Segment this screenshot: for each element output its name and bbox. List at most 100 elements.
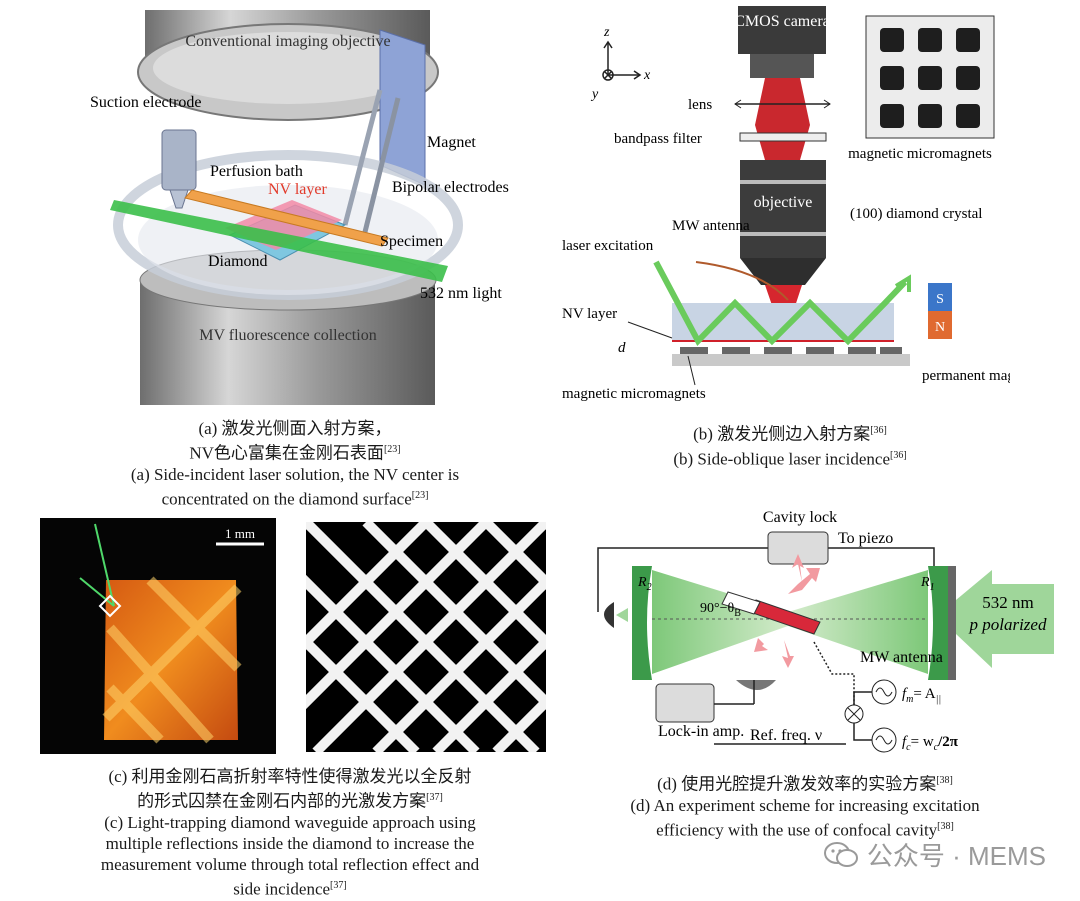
axis-y: y (590, 87, 599, 102)
suction-electrode (161, 129, 197, 209)
feedback-wire (597, 547, 768, 612)
watermark-text: 公众号 · MEMS (866, 841, 1046, 871)
caption-b: (b) 激发光侧边入射方案[36] (b) Side-oblique laser… (570, 420, 1010, 469)
inset-squares (880, 28, 980, 128)
green-zigzag (653, 260, 908, 347)
trapped-paths (102, 576, 242, 744)
caption-c-en-1: (c) Light-trapping diamond waveguide app… (104, 812, 476, 832)
caption-c-en-ref: [37] (330, 879, 347, 891)
bipolar-electrode-2 (362, 97, 401, 233)
label-filter: bandpass filter (614, 131, 702, 147)
label-diamond: Diamond (208, 253, 268, 270)
label-d: d (618, 340, 626, 356)
axis-z: z (603, 25, 610, 40)
label-mw: MW antenna (672, 218, 750, 234)
label-pol: p polarized (969, 615, 1047, 634)
label-fc: fc= wc/2π (902, 734, 959, 753)
label-fm: fm= A|| (902, 686, 941, 705)
caption-a-zh-ref: [23] (383, 444, 401, 455)
detector-left (604, 602, 614, 628)
wechat-icon (823, 841, 858, 867)
label-camera: CMOS camera (734, 13, 830, 30)
magnet-s (928, 283, 952, 311)
label-bipolar: Bipolar electrodes (392, 179, 509, 196)
label-lockin: Lock-in amp. (658, 723, 744, 740)
caption-a-en-ref: [23] (411, 489, 429, 501)
caption-a-zh-1: (a) 激发光侧面入射方案， (198, 419, 392, 438)
panel-b-diagram: z x y CMOS camera lens bandpass filter o… (562, 6, 1010, 402)
label-objective: Conventional imaging objective (185, 33, 390, 50)
label-angle: 90°−θB (700, 601, 741, 619)
label-s: S (936, 292, 944, 307)
label-light: 532 nm light (420, 285, 502, 302)
mirror-r2 (632, 566, 652, 680)
label-cavity-lock: Cavity lock (763, 509, 837, 526)
caption-c-en-3: measurement volume through total reflect… (100, 854, 480, 874)
substrate (672, 354, 910, 366)
magnet-n (928, 311, 952, 339)
micromagnet-row (680, 347, 902, 354)
label-ref: Ref. freq. ν (750, 727, 822, 744)
caption-d: (d) 使用光腔提升激发效率的实验方案[38] (d) An experimen… (580, 770, 1030, 840)
label-collection: MV fluorescence collection (199, 327, 376, 344)
watermark: 公众号 · MEMS (823, 836, 1046, 873)
label-objective: objective (754, 194, 813, 211)
caption-a-zh-2: NV色心富集在金刚石表面 (189, 443, 384, 463)
caption-d-en-ref: [38] (937, 820, 954, 832)
caption-b-zh: (b) 激发光侧边入射方案 (693, 424, 871, 444)
specimen-bar (184, 189, 389, 247)
cmos-camera (738, 6, 826, 54)
label-r2: R2 (637, 575, 652, 593)
bandpass-filter (739, 132, 827, 142)
pump-arrow (956, 570, 1054, 668)
green-light-beam (110, 200, 448, 282)
label-nv: NV layer (562, 306, 617, 322)
axis-x: x (643, 68, 651, 83)
detector-bottom (736, 680, 776, 690)
scale-label: 1 mm (225, 526, 255, 541)
label-perfusion: Perfusion bath (210, 163, 303, 180)
caption-c-en-2: multiple reflections inside the diamond … (105, 833, 475, 853)
label-lens: lens (688, 97, 712, 113)
caption-c: (c) 利用金刚石高折射率特性使得激发光以全反射 的形式囚禁在金刚石内部的光激发… (40, 766, 540, 899)
caption-b-en: (b) Side-oblique laser incidence (673, 449, 890, 469)
lockin-box (655, 683, 715, 723)
label-laser: laser excitation (562, 238, 654, 254)
label-crystal: (100) diamond crystal (850, 206, 982, 222)
emission-arrows (754, 554, 820, 668)
label-specimen: Specimen (380, 233, 443, 250)
label-micromagnets: magnetic micromagnets (562, 386, 706, 402)
label-permanent: permanent magnet (922, 368, 1010, 384)
caption-a: (a) 激发光侧面入射方案， NV色心富集在金刚石表面[23] (a) Side… (60, 418, 530, 509)
caption-a-en-2: concentrated on the diamond surface (161, 489, 412, 509)
label-r1: R1 (920, 575, 935, 593)
objective-body (740, 160, 826, 258)
panel-c-images: 1 mm (40, 518, 546, 754)
panel-a-diagram: Conventional imaging objective Suction e… (90, 10, 509, 405)
caption-c-en-4: side incidence (233, 879, 331, 899)
caption-b-zh-ref: [36] (870, 425, 887, 436)
label-mw: MW antenna (860, 649, 943, 666)
caption-b-en-ref: [36] (890, 449, 907, 461)
bipolar-electrode-1 (342, 89, 383, 226)
label-suction: Suction electrode (90, 94, 202, 111)
label-n: N (935, 320, 945, 335)
label-inset: magnetic micromagnets (848, 146, 992, 162)
label-nv-layer: NV layer (268, 181, 327, 198)
caption-c-zh-ref: [37] (426, 792, 443, 803)
caption-a-en-1: (a) Side-incident laser solution, the NV… (130, 464, 460, 484)
axis-triad (602, 40, 642, 81)
caption-d-en-2: efficiency with the use of confocal cavi… (656, 820, 938, 840)
label-piezo: To piezo (838, 530, 893, 547)
label-magnet: Magnet (427, 134, 476, 151)
caption-d-zh: (d) 使用光腔提升激发效率的实验方案 (657, 774, 937, 794)
caption-d-en-1: (d) An experiment scheme for increasing … (630, 795, 980, 815)
simulation-lattice (306, 522, 546, 752)
panel-d-diagram: Cavity lock To piezo R2 R1 532 nm p pola… (597, 509, 1054, 753)
mw-antenna-wire (695, 261, 789, 301)
red-beam (755, 78, 810, 160)
magnet-block (379, 29, 426, 186)
mirror-r1 (928, 566, 948, 680)
caption-d-zh-ref: [38] (936, 775, 953, 786)
caption-c-zh-1: (c) 利用金刚石高折射率特性使得激发光以全反射 (108, 767, 472, 786)
